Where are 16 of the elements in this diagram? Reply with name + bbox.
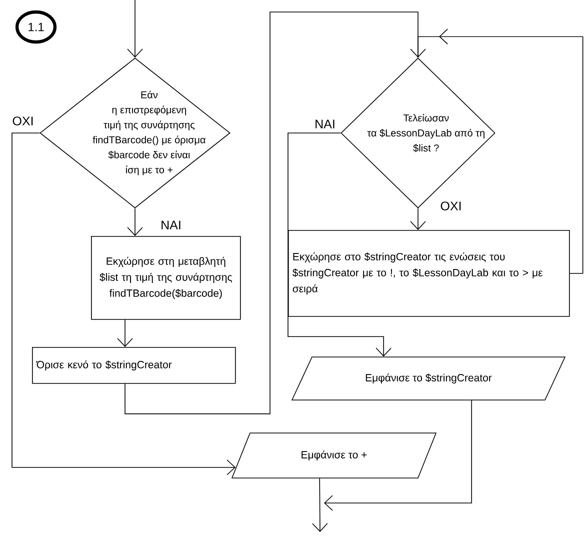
arrow — [117, 319, 133, 347]
arrow — [12, 132, 236, 476]
arrow — [127, 0, 143, 58]
edge-label: ΝΑΙ — [160, 220, 182, 230]
arrow — [127, 208, 143, 236]
arrow — [410, 208, 426, 230]
process-box: Όρισε κενό το $stringCreator — [32, 347, 236, 384]
arrow — [324, 400, 472, 511]
edge-label: ΝΑΙ — [314, 118, 336, 130]
edge-label: ΟΧΙ — [11, 116, 35, 126]
arrow — [124, 12, 426, 414]
process-box: Εκχώρησε στη μεταβλητή $list τη τιμή της συνάρτησης findTBarcode($barcode) — [91, 236, 241, 320]
edge-label: ΟΧΙ — [439, 200, 463, 212]
process-box: Εκχώρησε στο $stringCreator τις ενώσεις του $stringCreator με το !, το $LessonDayLab και το > με σειρά — [288, 230, 570, 317]
arrow — [312, 478, 328, 532]
arrow — [288, 132, 392, 357]
